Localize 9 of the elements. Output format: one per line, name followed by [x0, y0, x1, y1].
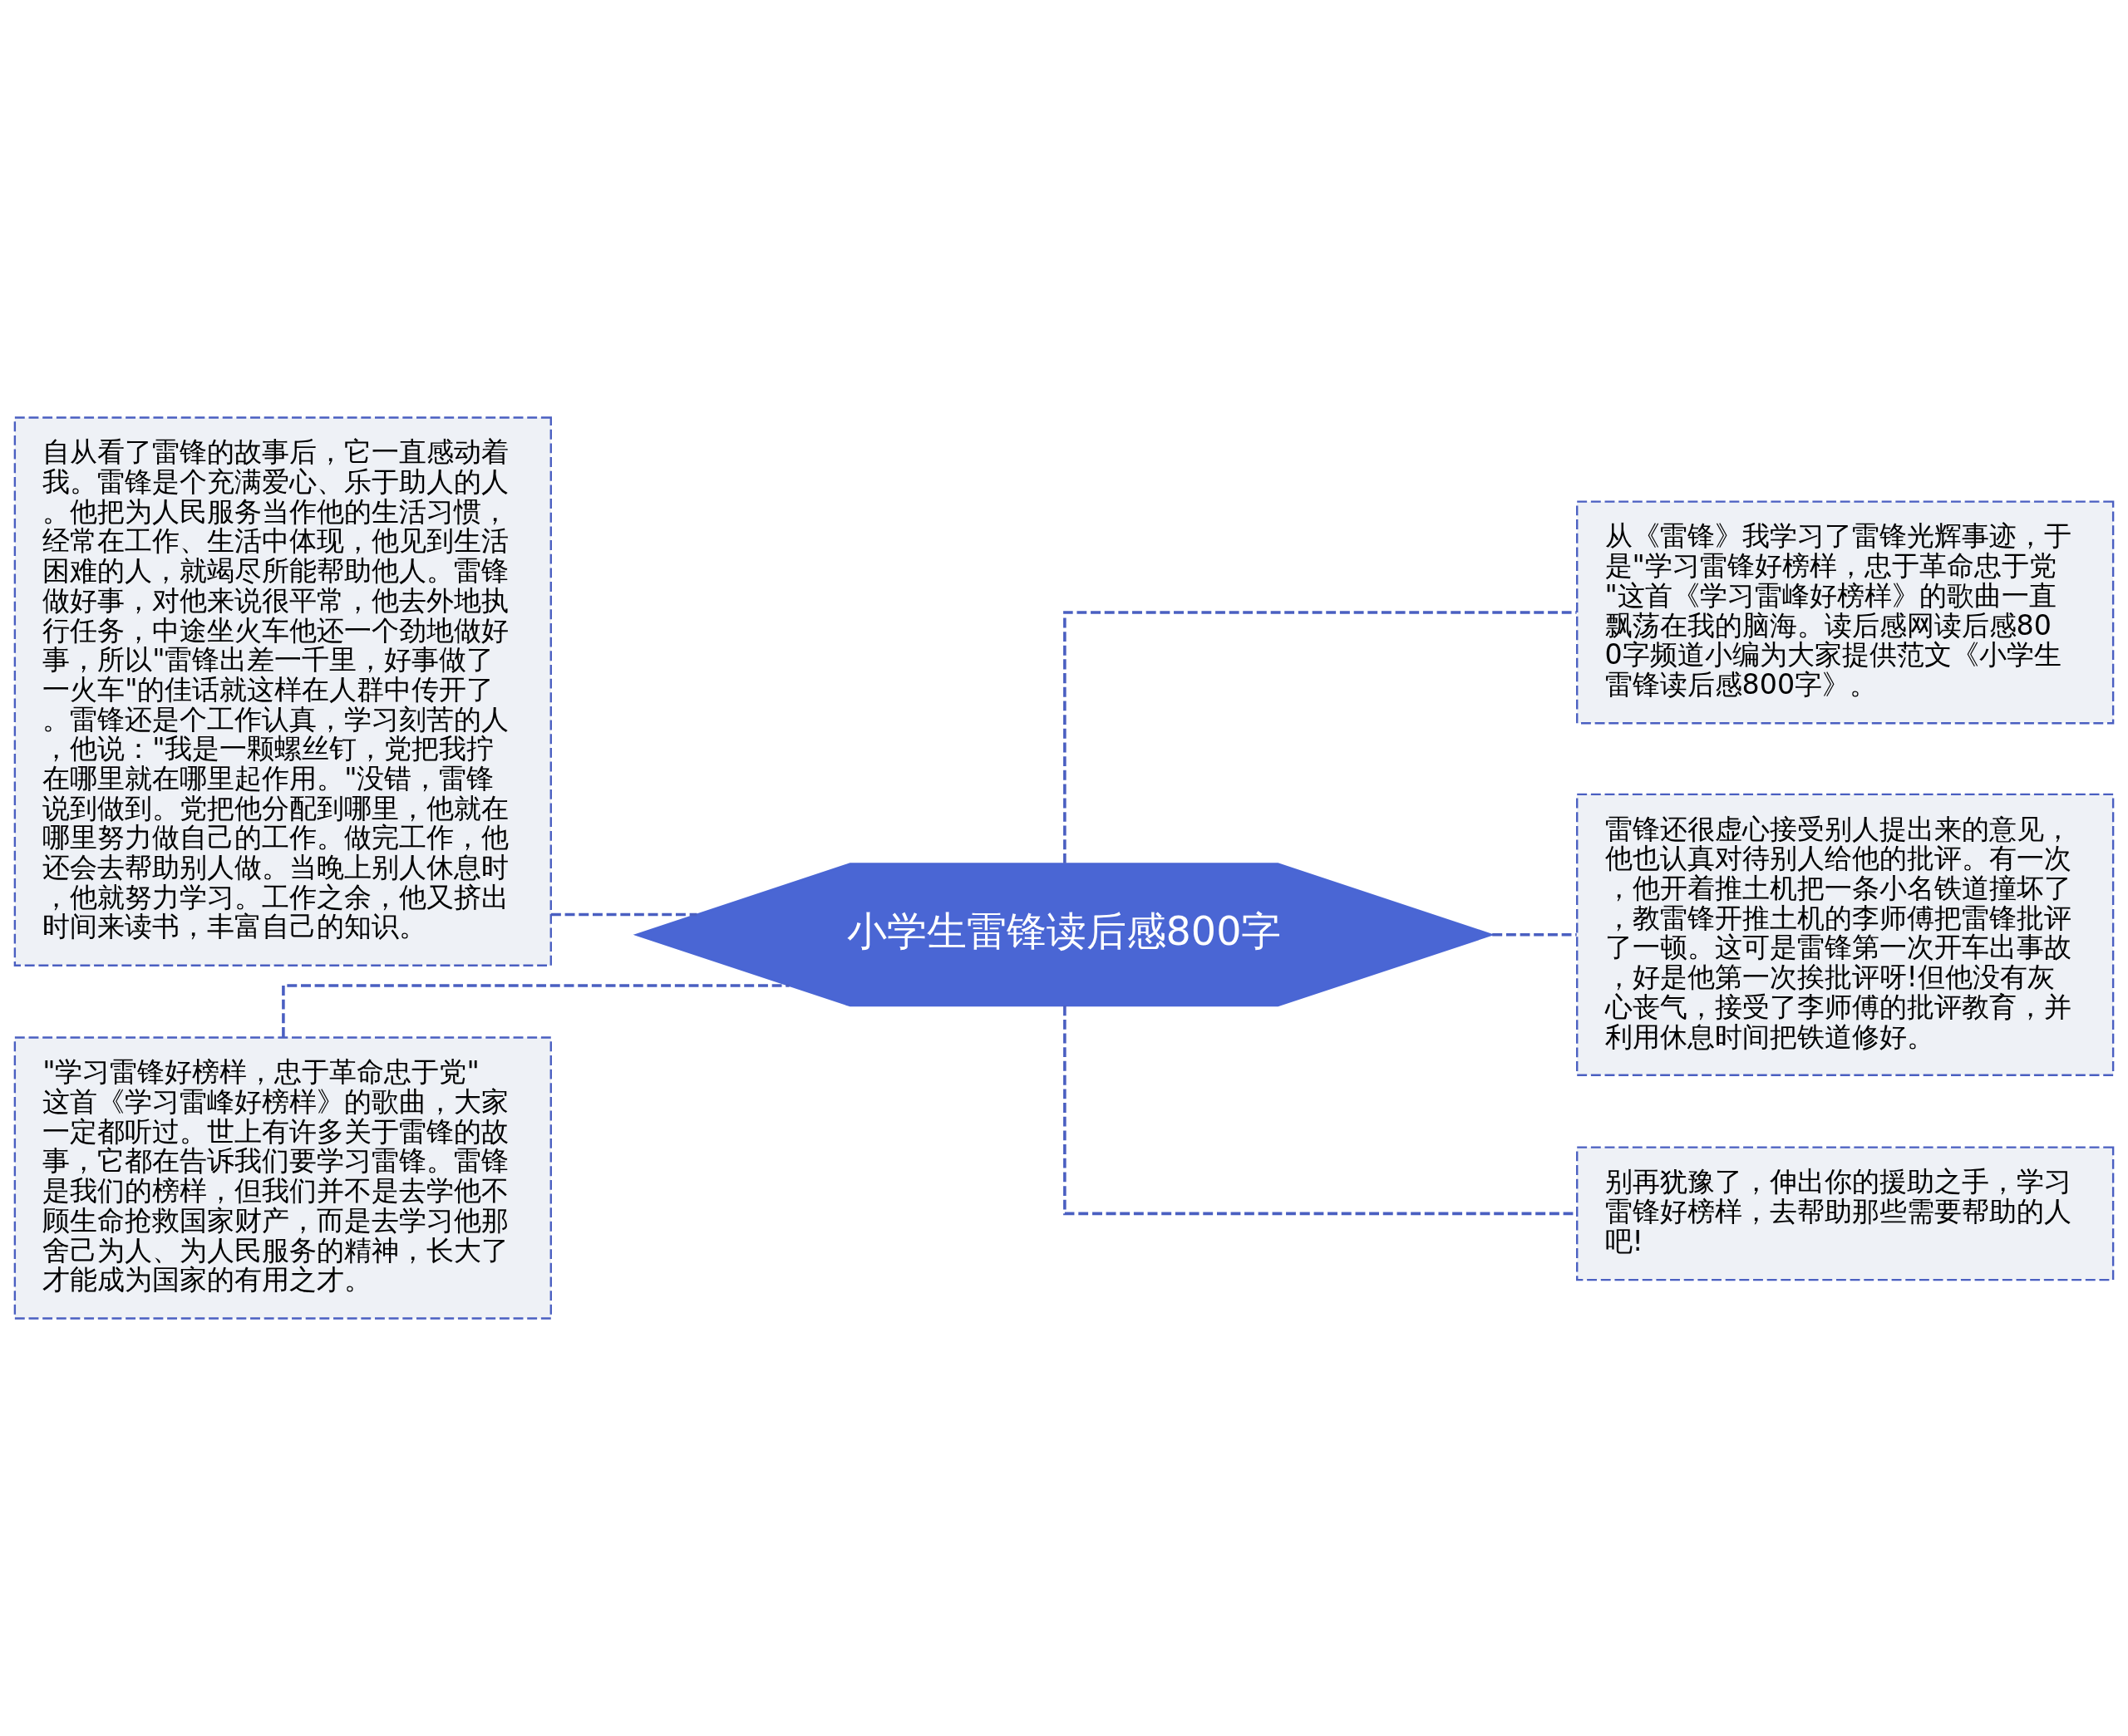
node-box: 自从看了雷锋的故事后，它一直感动着我。雷锋是个充满爱心、乐于助人的人。他把为人民服务当作他的生活习惯，经常在工作、生活中体现，他见到生活困难的人，就竭尽所能帮助他人。雷锋做好事，对他来说很平常，他去外地执行任务，中途坐火车他还一个劲地做好事，所以"雷锋出差一千里，好事做了一火车"的佳话就这样在人群中传开了。雷锋还是个工作认真，学习刻苦的人，他说："我是一颗螺丝钉，党把我拧在哪里就在哪里起作用。"没错，雷锋说到做到。党把他分配到哪里，他就在哪里努力做自己的工作。做完工作，他还会去帮助别人做。当晚上别人休息时，他就努力学习。工作之余，他又挤出时间来读书，丰富自己的知识。: [13, 416, 552, 966]
connector: [1063, 611, 1577, 863]
connector: [1492, 933, 1577, 937]
connector: [551, 912, 697, 917]
node-box: 雷锋还很虚心接受别人提出来的意见，他也认真对待别人给他的批评。有一次，他开着推土机把一条小名铁道撞坏了，教雷锋开推土机的李师傅把雷锋批评了一顿。这可是雷锋第一次开车出事故，好是他第一次挨批评呀!但他没有灰心丧气，接受了李师傅的批评教育，并利用休息时间把铁道修好。: [1576, 793, 2115, 1076]
node-box: 别再犹豫了，伸出你的援助之手，学习雷锋好榜样，去帮助那些需要帮助的人吧!: [1576, 1146, 2115, 1281]
node-box: "学习雷锋好榜样，忠于革命忠于党"这首《学习雷峰好榜样》的歌曲，大家一定都听过。世上有许多关于雷锋的故事，它都在告诉我们要学习雷锋。雷锋是我们的榜样，但我们并不是去学他不顾生命抢救国家财产，而是去学习他那舍己为人、为人民服务的精神，长大了才能成为国家的有用之才。: [13, 1036, 552, 1320]
node-box: 从《雷锋》我学习了雷锋光辉事迹，于是"学习雷锋好榜样，忠于革命忠于党"这首《学习雷峰好榜样》的歌曲一直飘荡在我的脑海。读后感网读后感800字频道小编为大家提供范文《小学生雷锋读后感800字》。: [1576, 500, 2115, 725]
connector: [282, 984, 790, 1038]
